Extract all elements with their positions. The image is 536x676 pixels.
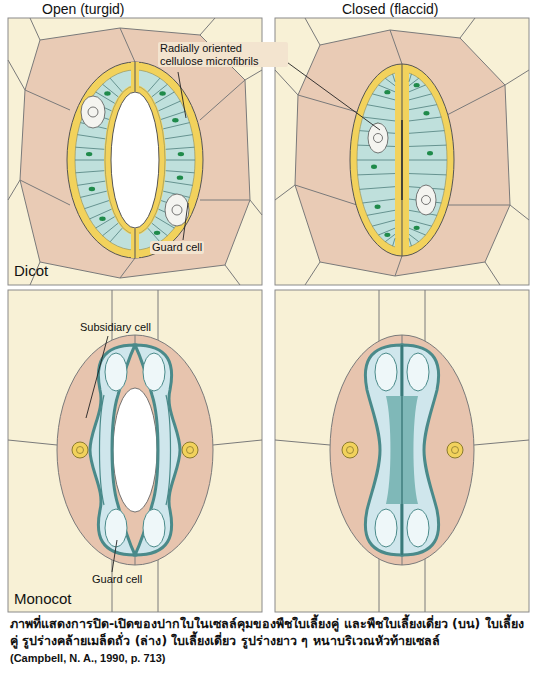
- microfibril-stroke: [409, 234, 419, 241]
- chloroplast: [384, 233, 390, 237]
- microfibril-stroke: [367, 210, 395, 215]
- part-label: Guard cell: [92, 573, 142, 586]
- epidermal-cells: [275, 290, 529, 612]
- microfibril-stroke: [409, 94, 432, 100]
- chloroplast: [423, 111, 429, 115]
- chloroplast: [159, 91, 165, 95]
- microfibril-stroke: [358, 174, 395, 175]
- microfibril-stroke: [152, 84, 168, 97]
- chloroplast: [154, 231, 160, 235]
- microfibril-stroke: [409, 105, 437, 110]
- microfibril-stroke: [80, 191, 106, 197]
- group-label: Monocot: [14, 590, 72, 607]
- microfibril-stroke: [158, 101, 180, 111]
- microfibril-stroke: [163, 123, 189, 129]
- microfibril-stroke: [76, 171, 105, 173]
- guard-cells-closed-monocot: [365, 345, 438, 555]
- microfibril-stroke: [409, 74, 411, 82]
- microfibril-stroke: [166, 147, 195, 149]
- chloroplast: [371, 165, 377, 169]
- chloroplast: [99, 216, 105, 220]
- epidermal-cells: [275, 18, 529, 285]
- chloroplast: [89, 187, 95, 191]
- microfibril-stroke: [166, 171, 195, 173]
- group-label: Dicot: [14, 262, 48, 279]
- microfibril-stroke: [409, 145, 446, 146]
- microfibril-stroke: [357, 160, 395, 161]
- microfibril-stroke: [103, 84, 119, 97]
- microfibril-stroke: [152, 223, 168, 236]
- microfibril-stroke: [166, 160, 195, 161]
- subsidiary-cells-open: [57, 335, 213, 565]
- microfibril-stroke: [409, 220, 432, 226]
- part-label: Subsidiary cell: [80, 321, 151, 334]
- microfibril-stroke: [155, 92, 174, 103]
- part-label: Guard cell: [150, 241, 204, 254]
- microfibril-stroke: [96, 217, 115, 228]
- microfibril-stroke: [409, 160, 447, 161]
- microfibril-stroke: [110, 78, 122, 92]
- chloroplast: [104, 91, 110, 95]
- microfibril-stroke: [161, 111, 185, 119]
- chloroplast: [86, 152, 92, 156]
- part-label: Radially oriented cellulose microfibrils: [158, 42, 288, 67]
- microfibril-stroke: [148, 228, 160, 242]
- leader-lines: [86, 60, 380, 572]
- microfibril-stroke: [385, 78, 395, 85]
- microfibril-stroke: [77, 181, 105, 185]
- chloroplast: [178, 152, 184, 156]
- panel-frames: [8, 18, 529, 612]
- microfibril-stroke: [409, 131, 444, 134]
- microfibril-stroke: [85, 201, 109, 209]
- microfibril-stroke: [363, 117, 395, 121]
- state-heading: Open (turgid): [42, 1, 124, 17]
- microfibril-stroke: [75, 160, 104, 161]
- epidermal-cells: [8, 290, 262, 612]
- microfibril-stroke: [148, 78, 160, 92]
- microfibril-stroke: [103, 223, 119, 236]
- microfibril-stroke: [165, 135, 193, 139]
- guard-cell-pair-open-dicot: [67, 62, 203, 258]
- guard-cell-pair-closed-dicot: [350, 64, 454, 256]
- chloroplast: [177, 175, 183, 179]
- microfibril-stroke: [393, 238, 395, 246]
- microfibril-stroke: [409, 238, 411, 246]
- microfibril-stroke: [363, 199, 395, 203]
- state-heading: Closed (flaccid): [342, 1, 438, 17]
- chloroplast: [427, 151, 433, 155]
- chloroplast: [414, 226, 420, 230]
- microfibril-stroke: [76, 147, 105, 149]
- chloroplast: [384, 90, 390, 94]
- microfibril-stroke: [165, 181, 193, 185]
- microfibril-stroke: [372, 94, 395, 100]
- chloroplast: [375, 205, 381, 209]
- microfibril-stroke: [77, 135, 105, 139]
- microfibril-stroke: [360, 187, 395, 190]
- microfibril-stroke: [409, 117, 441, 121]
- subsidiary-cells-closed: [330, 335, 474, 565]
- microfibril-stroke: [409, 174, 446, 175]
- microfibril-stroke: [372, 220, 395, 226]
- microfibril-stroke: [367, 105, 395, 110]
- chloroplast: [414, 83, 420, 87]
- citation: (Campbell, N. A., 1990, p. 713): [10, 652, 165, 665]
- guard-cells-open-monocot: [90, 345, 180, 555]
- microfibril-stroke: [393, 74, 395, 82]
- figure-caption: ภาพที่แสดงการปิด-เปิดของปากใบในเซลล์คุมข…: [10, 616, 526, 650]
- chloroplast: [172, 118, 178, 122]
- microfibril-stroke: [110, 228, 122, 242]
